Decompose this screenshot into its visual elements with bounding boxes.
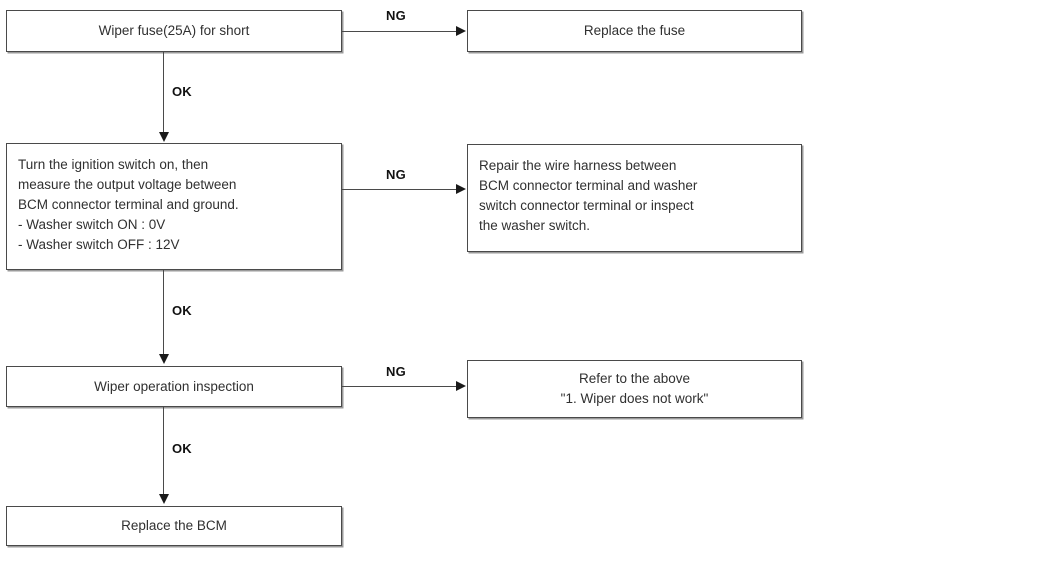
edge-label-ok-2: OK [172,303,192,318]
arrowhead-right-icon-2 [456,184,466,194]
node-refer-above[interactable]: Refer to the above "1. Wiper does not wo… [467,360,802,418]
connector-ok-1 [163,52,164,134]
connector-ok-3 [163,407,164,495]
node-replace-fuse[interactable]: Replace the fuse [467,10,802,52]
arrowhead-right-icon-1 [456,26,466,36]
node-repair-harness[interactable]: Repair the wire harness between BCM conn… [467,144,802,252]
edge-label-ng-2: NG [386,167,406,182]
node-wiper-operation[interactable]: Wiper operation inspection [6,366,342,407]
arrowhead-down-icon-1 [159,132,169,142]
edge-label-ok-1: OK [172,84,192,99]
connector-ok-2 [163,270,164,356]
node-replace-bcm[interactable]: Replace the BCM [6,506,342,546]
node-refer-above-label: Refer to the above "1. Wiper does not wo… [560,371,709,406]
edge-label-ok-3: OK [172,441,192,456]
node-replace-bcm-label: Replace the BCM [121,518,227,533]
connector-voltage-to-repair [342,189,457,190]
node-voltage-check[interactable]: Turn the ignition switch on, then measur… [6,143,342,270]
edge-label-ng-3: NG [386,364,406,379]
arrowhead-down-icon-2 [159,354,169,364]
arrowhead-down-icon-3 [159,494,169,504]
edge-label-ng-1: NG [386,8,406,23]
node-wiper-operation-label: Wiper operation inspection [94,378,254,394]
node-fuse-check-label: Wiper fuse(25A) for short [98,23,250,38]
connector-wiper-to-refer [342,386,457,387]
node-fuse-check[interactable]: Wiper fuse(25A) for short [6,10,342,52]
connector-fuse-to-replace-fuse [342,31,457,32]
node-voltage-check-label: Turn the ignition switch on, then measur… [18,157,239,252]
node-replace-fuse-label: Replace the fuse [583,23,686,38]
node-repair-harness-label: Repair the wire harness between BCM conn… [479,158,698,233]
arrowhead-right-icon-3 [456,381,466,391]
